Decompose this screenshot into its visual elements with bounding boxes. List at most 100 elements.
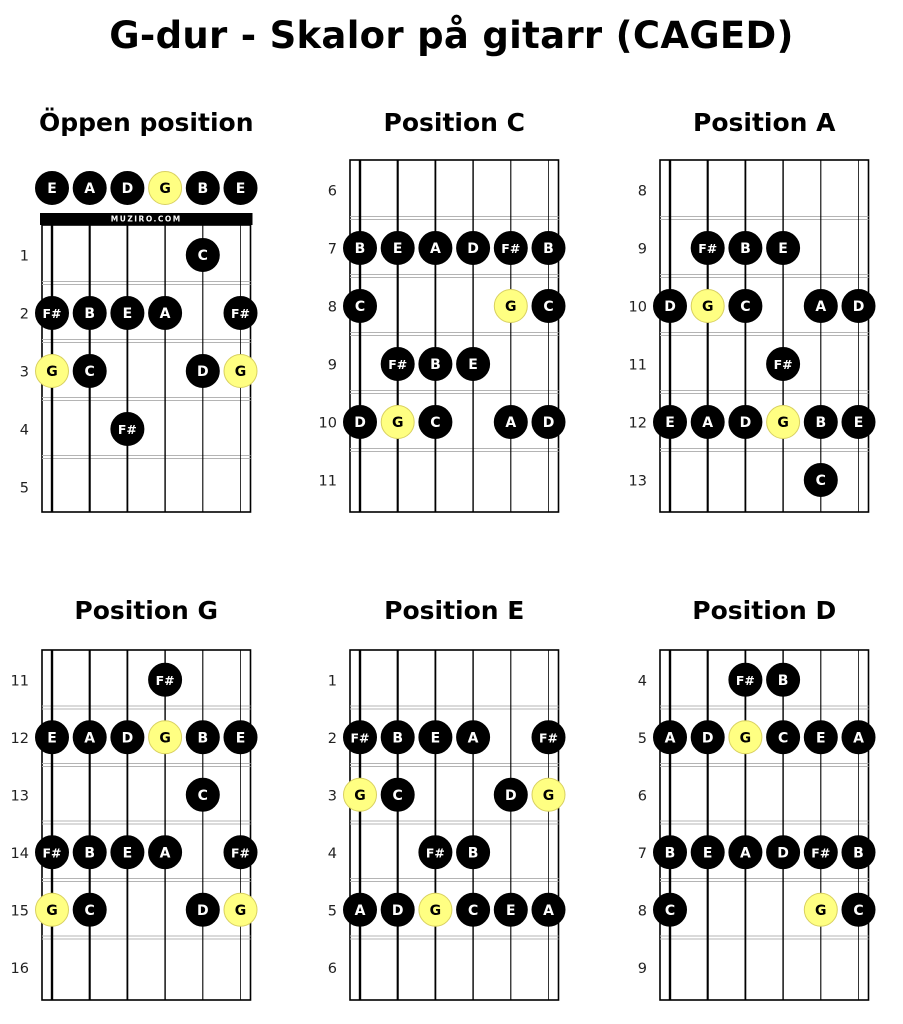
fret-number: 1 bbox=[20, 249, 29, 265]
scale-note-dot bbox=[766, 720, 801, 755]
fret-number: 14 bbox=[11, 846, 29, 862]
scale-note-dot bbox=[185, 354, 220, 388]
scale-note-label: F# bbox=[42, 845, 61, 860]
scale-note: C bbox=[418, 405, 453, 439]
scale-note-label: A bbox=[505, 415, 516, 431]
scale-note-dot bbox=[223, 720, 258, 755]
scale-note-label: B bbox=[197, 730, 208, 746]
scale-note-label: A bbox=[355, 903, 366, 919]
scale-note-dot bbox=[148, 662, 183, 697]
root-note-label: G bbox=[543, 788, 555, 804]
scale-note-dot bbox=[728, 231, 763, 265]
root-note-dot bbox=[35, 354, 69, 388]
scale-note: E bbox=[841, 405, 876, 439]
fret-number: 4 bbox=[638, 673, 647, 689]
scale-note-label: F# bbox=[156, 673, 175, 688]
scale-note-label: A bbox=[853, 730, 864, 746]
scale-note-label: C bbox=[430, 415, 440, 431]
open-string-note-label: A bbox=[84, 181, 95, 197]
scale-note-label: A bbox=[84, 730, 95, 746]
scale-note-label: E bbox=[123, 845, 133, 861]
scale-note-label: E bbox=[236, 730, 246, 746]
scale-note-dot bbox=[185, 238, 220, 272]
scale-note-dot bbox=[803, 289, 838, 323]
nut bbox=[40, 213, 253, 225]
scale-note-label: D bbox=[702, 730, 714, 746]
open-string-note: E bbox=[35, 171, 69, 205]
scale-note-label: C bbox=[543, 299, 553, 315]
fret-number: 2 bbox=[328, 731, 337, 747]
scale-note-dot bbox=[456, 892, 491, 927]
fret-number: 13 bbox=[11, 788, 29, 804]
scale-note-label: C bbox=[198, 248, 208, 264]
fret-number: 5 bbox=[638, 731, 647, 747]
scale-note-dot bbox=[35, 720, 69, 755]
scale-note-label: C bbox=[198, 788, 208, 804]
scale-note: F# bbox=[35, 835, 69, 870]
root-note-dot bbox=[148, 720, 183, 755]
scale-note-label: B bbox=[84, 306, 95, 322]
fret-number: 4 bbox=[20, 423, 29, 439]
scale-note: D bbox=[841, 289, 876, 323]
scale-note-dot bbox=[653, 405, 687, 439]
open-string-note: B bbox=[185, 171, 220, 205]
scale-note-dot bbox=[418, 231, 453, 265]
open-string-note: A bbox=[72, 171, 107, 205]
root-note: G bbox=[380, 405, 415, 439]
open-string-note-dot bbox=[148, 171, 183, 205]
scale-note: B bbox=[803, 405, 838, 439]
scale-note-dot bbox=[418, 405, 453, 439]
scale-note-dot bbox=[72, 354, 107, 388]
scale-note-label: F# bbox=[42, 306, 61, 321]
scale-note-label: D bbox=[197, 364, 209, 380]
scale-note: E bbox=[35, 720, 69, 755]
scale-note-label: C bbox=[393, 788, 403, 804]
scale-note: C bbox=[456, 892, 491, 927]
scale-note-label: F# bbox=[501, 241, 520, 256]
scale-note: C bbox=[380, 777, 415, 812]
diagram-title: Öppen position bbox=[39, 107, 254, 137]
root-note-label: G bbox=[740, 730, 752, 746]
scale-note-dot bbox=[841, 289, 876, 323]
open-string-note-dot bbox=[223, 171, 258, 205]
scale-note-dot bbox=[653, 289, 687, 323]
diagram-title: Position E bbox=[384, 596, 524, 625]
scale-note: B bbox=[456, 835, 491, 870]
scale-note-dot bbox=[766, 835, 801, 870]
scale-note-dot bbox=[841, 835, 876, 870]
scale-note: A bbox=[690, 405, 725, 439]
root-note: G bbox=[728, 720, 763, 755]
scale-note: D bbox=[493, 777, 528, 812]
open-string-note-label: B bbox=[197, 181, 208, 197]
root-note-dot bbox=[380, 405, 415, 439]
scale-note-dot bbox=[766, 231, 801, 265]
scale-note: B bbox=[841, 835, 876, 870]
root-note: G bbox=[148, 720, 183, 755]
scale-note-dot bbox=[803, 405, 838, 439]
scale-note-dot bbox=[456, 231, 491, 265]
root-note-label: G bbox=[392, 415, 404, 431]
scale-note: D bbox=[185, 354, 220, 388]
scale-note-label: A bbox=[665, 730, 676, 746]
root-note-dot bbox=[418, 892, 453, 927]
root-note-dot bbox=[803, 892, 838, 927]
fretboard-outline bbox=[349, 159, 560, 513]
scale-note: E bbox=[223, 720, 258, 755]
fret-number: 3 bbox=[328, 788, 337, 804]
scale-note-label: D bbox=[664, 299, 676, 315]
scale-note: F# bbox=[690, 231, 725, 265]
scale-note: C bbox=[343, 289, 377, 323]
fret-number: 7 bbox=[638, 846, 647, 862]
scale-note-label: F# bbox=[350, 730, 369, 745]
scale-note-dot bbox=[343, 289, 377, 323]
scale-note: B bbox=[380, 720, 415, 755]
scale-note: B bbox=[531, 231, 566, 265]
scale-note-dot bbox=[841, 892, 876, 927]
scale-note-dot bbox=[72, 720, 107, 755]
scale-note-dot bbox=[531, 405, 566, 439]
scale-note: F# bbox=[223, 835, 258, 870]
scale-note-label: D bbox=[122, 730, 134, 746]
scale-note-label: F# bbox=[426, 845, 445, 860]
scale-note-label: A bbox=[740, 845, 751, 861]
